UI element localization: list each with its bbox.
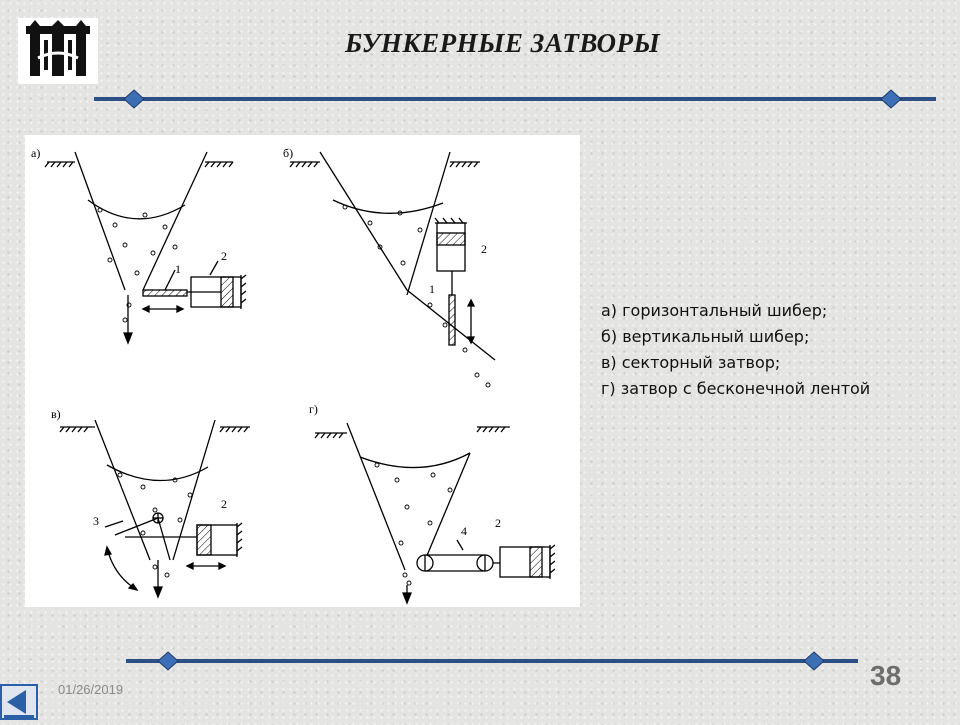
divider-diamond-left	[123, 89, 145, 109]
legend-item: в) секторный затвор;	[601, 353, 781, 372]
panel-b-label: б)	[283, 146, 293, 160]
panel-a-part-2: 2	[221, 249, 227, 263]
panel-v-part-2: 2	[221, 497, 227, 511]
panel-b-part-1: 1	[429, 282, 435, 296]
slide-date: 01/26/2019	[58, 682, 124, 697]
panel-v-part-3: 3	[93, 514, 99, 528]
gate-types-legend: а) горизонтальный шибер; б) вертикальный…	[601, 298, 941, 402]
divider-diamond-left	[157, 651, 179, 671]
panel-b-vertical-gate	[289, 151, 496, 388]
panel-g-part-4: 4	[461, 524, 467, 538]
nav-back-icon[interactable]	[0, 684, 38, 720]
panel-a-label: а)	[31, 146, 40, 160]
slide-title: БУНКЕРНЫЕ ЗАТВОРЫ	[345, 28, 661, 58]
bunker-gates-diagram: а) 1 2	[31, 146, 556, 605]
university-logo-icon	[18, 18, 98, 84]
panel-v-sector-gate	[59, 419, 250, 599]
panel-v-label: в)	[51, 407, 61, 421]
divider-diamond-right	[803, 651, 825, 671]
page-number: 38	[870, 660, 902, 691]
top-divider	[94, 89, 936, 109]
panel-a-horizontal-gate	[44, 151, 247, 345]
diagram-panel: а) 1 2	[25, 135, 580, 607]
panel-b-part-2: 2	[481, 242, 487, 256]
legend-item: б) вертикальный шибер;	[601, 327, 810, 346]
panel-g-part-2: 2	[495, 516, 501, 530]
legend-item: а) горизонтальный шибер;	[601, 301, 828, 320]
bottom-divider	[126, 651, 858, 671]
divider-diamond-right	[880, 89, 902, 109]
panel-g-endless-belt-gate	[314, 422, 556, 605]
panel-a-part-1: 1	[175, 262, 181, 276]
panel-g-label: г)	[309, 402, 318, 416]
legend-item: г) затвор с бесконечной лентой	[601, 379, 871, 398]
